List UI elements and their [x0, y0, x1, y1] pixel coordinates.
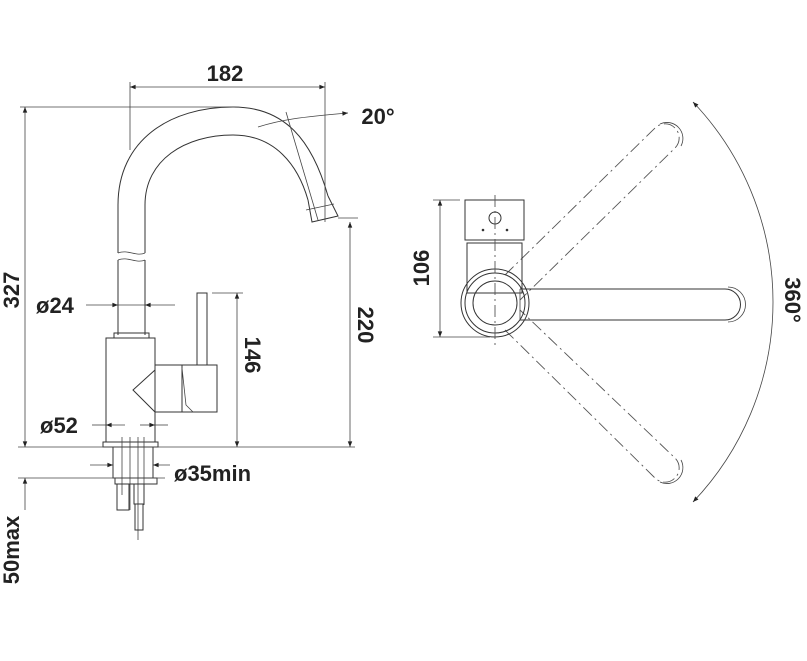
lever-handle [196, 292, 208, 366]
spout-diameter-label: ø24 [36, 293, 75, 318]
faucet-body [102, 292, 218, 448]
top-view: 106 360° [409, 101, 805, 503]
spout-arm [520, 288, 741, 321]
swivel-positions [504, 122, 684, 484]
angle-dimension-label: 20° [361, 104, 394, 129]
rotation-arc [692, 101, 774, 503]
counter-thickness-label: 50max [0, 515, 24, 584]
depth-dimension-label: 106 [409, 250, 434, 287]
side-view: 182 20° 327 220 146 ø24 ø52 ø35min [0, 61, 395, 584]
outlet-height-label: 220 [353, 307, 378, 344]
hole-diameter-label: ø35min [174, 461, 251, 486]
total-height-label: 327 [0, 272, 24, 309]
width-dimension-label: 182 [207, 61, 244, 86]
spout [113, 106, 339, 339]
mounting-parts [112, 437, 158, 540]
lever-block [464, 199, 525, 241]
rotation-label: 360° [780, 277, 805, 323]
lever-height-label: 146 [240, 337, 265, 374]
base-diameter-label: ø52 [40, 413, 78, 438]
